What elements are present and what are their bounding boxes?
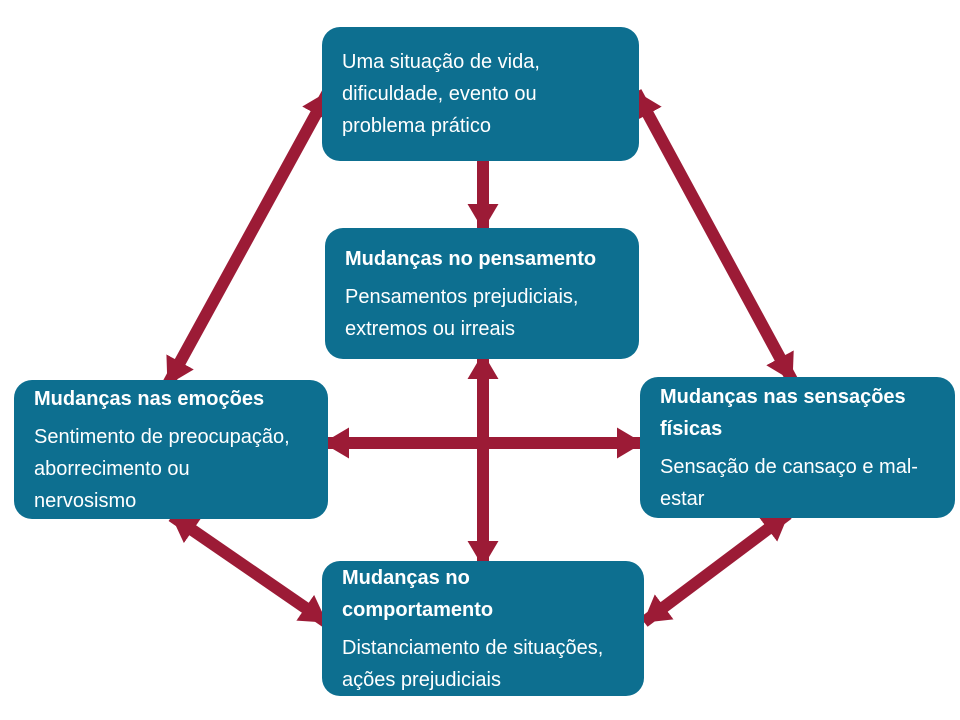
node-emotions: Mudanças nas emoções Sentimento de preoc… xyxy=(14,380,328,519)
node-emotions-title: Mudanças nas emoções xyxy=(34,387,265,410)
node-sensations-title: Mudanças nas sensações físicas xyxy=(660,385,906,440)
node-behavior: Mudanças no comportamento Distanciamento… xyxy=(322,561,644,696)
node-thoughts-title: Mudanças no pensamento xyxy=(345,247,597,270)
node-situation: Uma situação de vida, dificuldade, event… xyxy=(322,27,639,161)
node-thoughts: Mudanças no pensamento Pensamentos preju… xyxy=(325,228,639,359)
arrow-situation-emotions xyxy=(162,89,334,387)
node-emotions-body: Sentimento de preocupação, aborrecimento… xyxy=(34,425,290,512)
node-sensations-body: Sensação de cansaço e mal- estar xyxy=(660,455,918,510)
arrow-situation-sensations xyxy=(630,89,798,383)
arrow-sensations-behavior xyxy=(640,509,792,627)
node-situation-body: Uma situação de vida, dificuldade, event… xyxy=(342,51,540,137)
node-thoughts-body: Pensamentos prejudiciais, extremos ou ir… xyxy=(345,285,579,340)
node-behavior-title: Mudanças no comportamento xyxy=(342,566,494,621)
node-sensations: Mudanças nas sensações físicas Sensação … xyxy=(640,377,955,518)
node-behavior-body: Distanciamento de situações, ações preju… xyxy=(342,636,604,691)
arrow-emotions-behavior xyxy=(168,511,330,627)
